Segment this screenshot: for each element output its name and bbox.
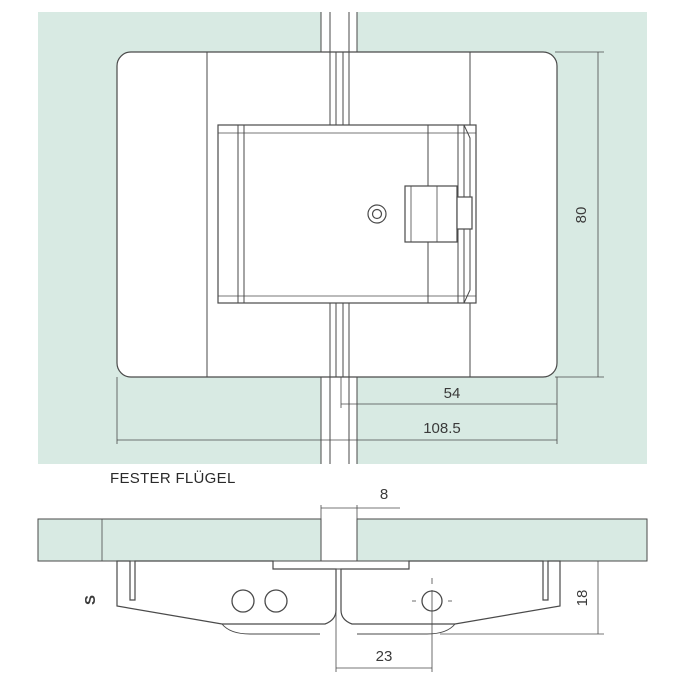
hinge-lower-profile [357, 623, 456, 635]
section-view: 8 S 18 23 [37, 486, 648, 672]
dim-label-23: 23 [376, 648, 393, 665]
dim-label-8: 8 [380, 486, 388, 503]
dim-label-18: 18 [574, 590, 591, 607]
caption-fester-fluegel: FESTER FLÜGEL [110, 469, 236, 487]
latch-block [404, 185, 458, 243]
dim-label-80: 80 [573, 207, 590, 224]
latch-tab [456, 196, 473, 230]
mounting-hole [264, 589, 288, 613]
hinge-lower-profile [221, 623, 320, 635]
screw-inner [371, 208, 383, 220]
dim-label-108-5: 108.5 [423, 420, 461, 437]
hinge-half-left [116, 560, 337, 625]
glass-section-left [37, 518, 322, 562]
glass-section-right [356, 518, 648, 562]
front-view: 80 54 108.5 [38, 12, 647, 464]
hinge-center-strip [272, 560, 410, 570]
hinge-half-right [340, 560, 561, 625]
dim-label-54: 54 [444, 385, 461, 402]
mounting-hole [231, 589, 255, 613]
dim-label-s: S [82, 595, 99, 605]
